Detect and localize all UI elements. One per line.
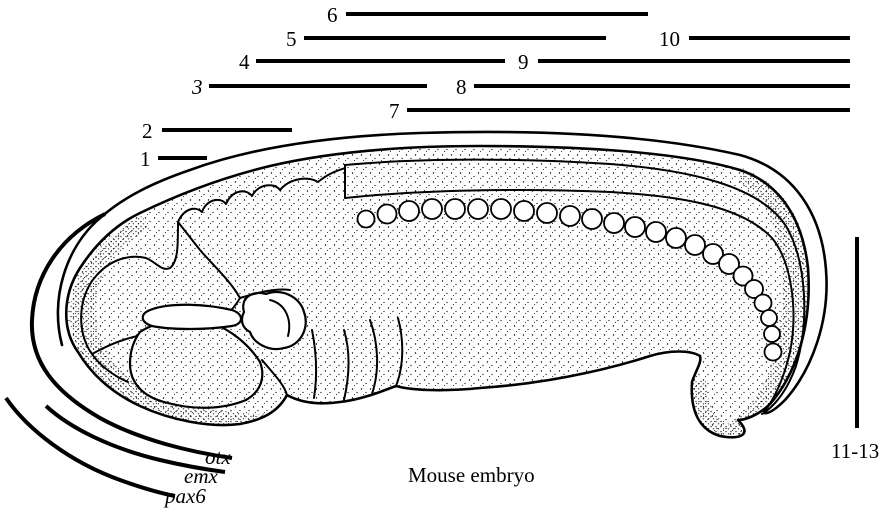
bar-label-8: 8 — [456, 75, 467, 99]
somite — [491, 199, 511, 219]
somite — [445, 199, 465, 219]
somite — [560, 206, 580, 226]
bar-label-1: 1 — [140, 147, 151, 171]
bar-label-3: 3 — [191, 75, 203, 99]
somite — [537, 203, 557, 223]
bar-label-5: 5 — [286, 27, 297, 51]
bar-label-2: 2 — [142, 119, 153, 143]
somite — [399, 201, 419, 221]
bar-label-6: 6 — [327, 3, 338, 27]
gene-label-pax6: pax6 — [163, 484, 206, 508]
figure-caption: Mouse embryo — [408, 463, 535, 487]
embryo-drawing — [58, 132, 827, 437]
somite — [422, 199, 442, 219]
bar-label-10: 10 — [659, 27, 680, 51]
somite — [666, 228, 686, 248]
bar-label-11-13: 11-13 — [831, 439, 879, 463]
somite — [755, 295, 772, 312]
somite — [625, 217, 645, 237]
bar-label-7: 7 — [389, 99, 400, 123]
somite — [761, 310, 777, 326]
lens-pit — [143, 305, 241, 329]
somite — [685, 235, 705, 255]
somite — [604, 213, 624, 233]
somite — [646, 222, 666, 242]
somite — [764, 326, 780, 342]
somite — [514, 201, 534, 221]
somite — [468, 199, 488, 219]
somite — [358, 211, 375, 228]
somite — [582, 209, 602, 229]
bar-label-4: 4 — [239, 50, 250, 74]
bar-label-9: 9 — [518, 50, 529, 74]
somite — [765, 344, 782, 361]
somite — [378, 205, 397, 224]
